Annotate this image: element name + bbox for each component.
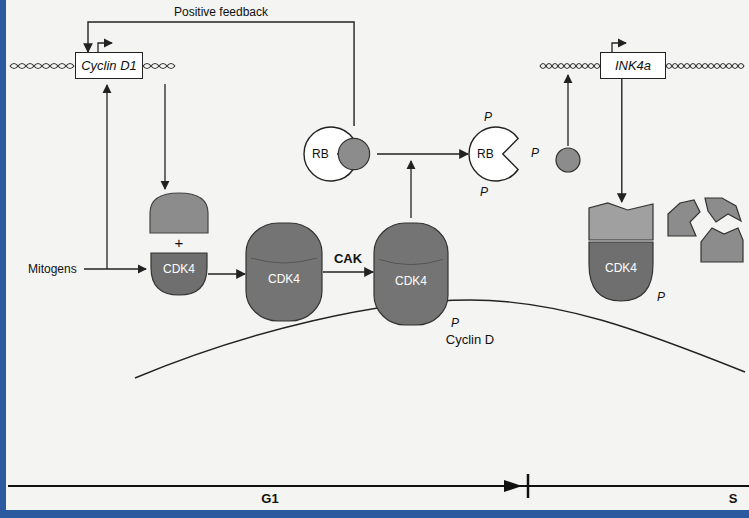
- dna-strand: [540, 64, 600, 69]
- edge-label: Positive feedback: [172, 5, 270, 19]
- node-shape: [468, 126, 526, 182]
- phosphate-label: P: [531, 146, 539, 160]
- cyclin-d-protein: [150, 193, 208, 233]
- node-label: CDK4: [395, 274, 427, 288]
- phosphate-label: P: [451, 316, 459, 330]
- phosphate-label: P: [657, 290, 665, 304]
- dna-strand: [666, 64, 744, 69]
- complex-outline: [246, 223, 322, 321]
- connector-arrow: [621, 79, 622, 202]
- node-label: RB: [477, 147, 494, 161]
- curve-label: Cyclin D: [446, 332, 494, 347]
- cdk4-outline: [589, 242, 653, 301]
- cdk4-outline: [151, 253, 207, 295]
- dna-strand: [666, 64, 744, 69]
- rb-protein: RB: [468, 126, 526, 182]
- cyclin-cdk-complex: CDK4: [245, 222, 323, 322]
- gene-box: INK4a: [600, 52, 666, 79]
- phase-label: S: [729, 491, 738, 506]
- time-axis: [8, 485, 749, 487]
- input-label: Mitogens: [28, 262, 77, 276]
- cyclin-fragment: [705, 198, 741, 222]
- e2f-protein: [338, 138, 369, 169]
- figure-panel: [6, 0, 749, 510]
- node-label: Cyclin D1: [81, 58, 137, 73]
- e2f-protein: [556, 148, 580, 172]
- dna-strand: [143, 64, 175, 69]
- node-label: CDK4: [268, 272, 300, 286]
- node-label: CDK4: [163, 262, 195, 276]
- mitogen-arrow: [84, 268, 146, 269]
- subunit-divider: [379, 259, 443, 264]
- promoter-arrow: [98, 43, 112, 52]
- restriction-point-tick: [527, 474, 530, 498]
- cdk4-protein: CDK4: [150, 252, 208, 296]
- dna-strand: [10, 64, 74, 69]
- cyclin-cdk-complex: CDK4: [373, 222, 449, 326]
- rb-protein: RB: [303, 126, 377, 182]
- phase-label: G1: [261, 491, 278, 506]
- axis-arrowhead: [504, 480, 522, 492]
- subunit-divider: [251, 258, 317, 263]
- complex-outline: [374, 223, 448, 325]
- gene-box: Cyclin D1: [75, 52, 143, 79]
- activation-arrow: [567, 75, 568, 146]
- plus-sign: +: [175, 234, 184, 251]
- mitogen-arrow: [106, 85, 107, 269]
- promoter-arrow: [612, 43, 626, 52]
- phosphate-label: P: [480, 185, 488, 199]
- rb-outline: [469, 127, 518, 181]
- cyclin-fragment: [701, 228, 743, 262]
- dna-strand: [143, 64, 175, 69]
- phosphate-label: P: [484, 110, 492, 124]
- ink4a-protein: [589, 203, 653, 240]
- node-label: RB: [312, 147, 329, 161]
- node-shape: [588, 202, 654, 302]
- node-label: CDK4: [605, 261, 637, 275]
- phosphorylation-arrow: [410, 161, 411, 218]
- connector-arrow: [323, 271, 373, 272]
- arrows: [84, 43, 626, 269]
- inhibited-cdk4: CDK4: [588, 202, 654, 302]
- node-label: INK4a: [615, 58, 651, 73]
- connector-arrow: [377, 153, 468, 154]
- dna-strand: [540, 64, 600, 69]
- edge-label: CAK: [332, 251, 364, 266]
- cyclin-fragment: [668, 200, 700, 236]
- dna-strand: [10, 64, 74, 69]
- degraded-cyclin: [668, 198, 743, 262]
- translation-arrow: [164, 84, 165, 189]
- connector-arrow: [208, 273, 245, 274]
